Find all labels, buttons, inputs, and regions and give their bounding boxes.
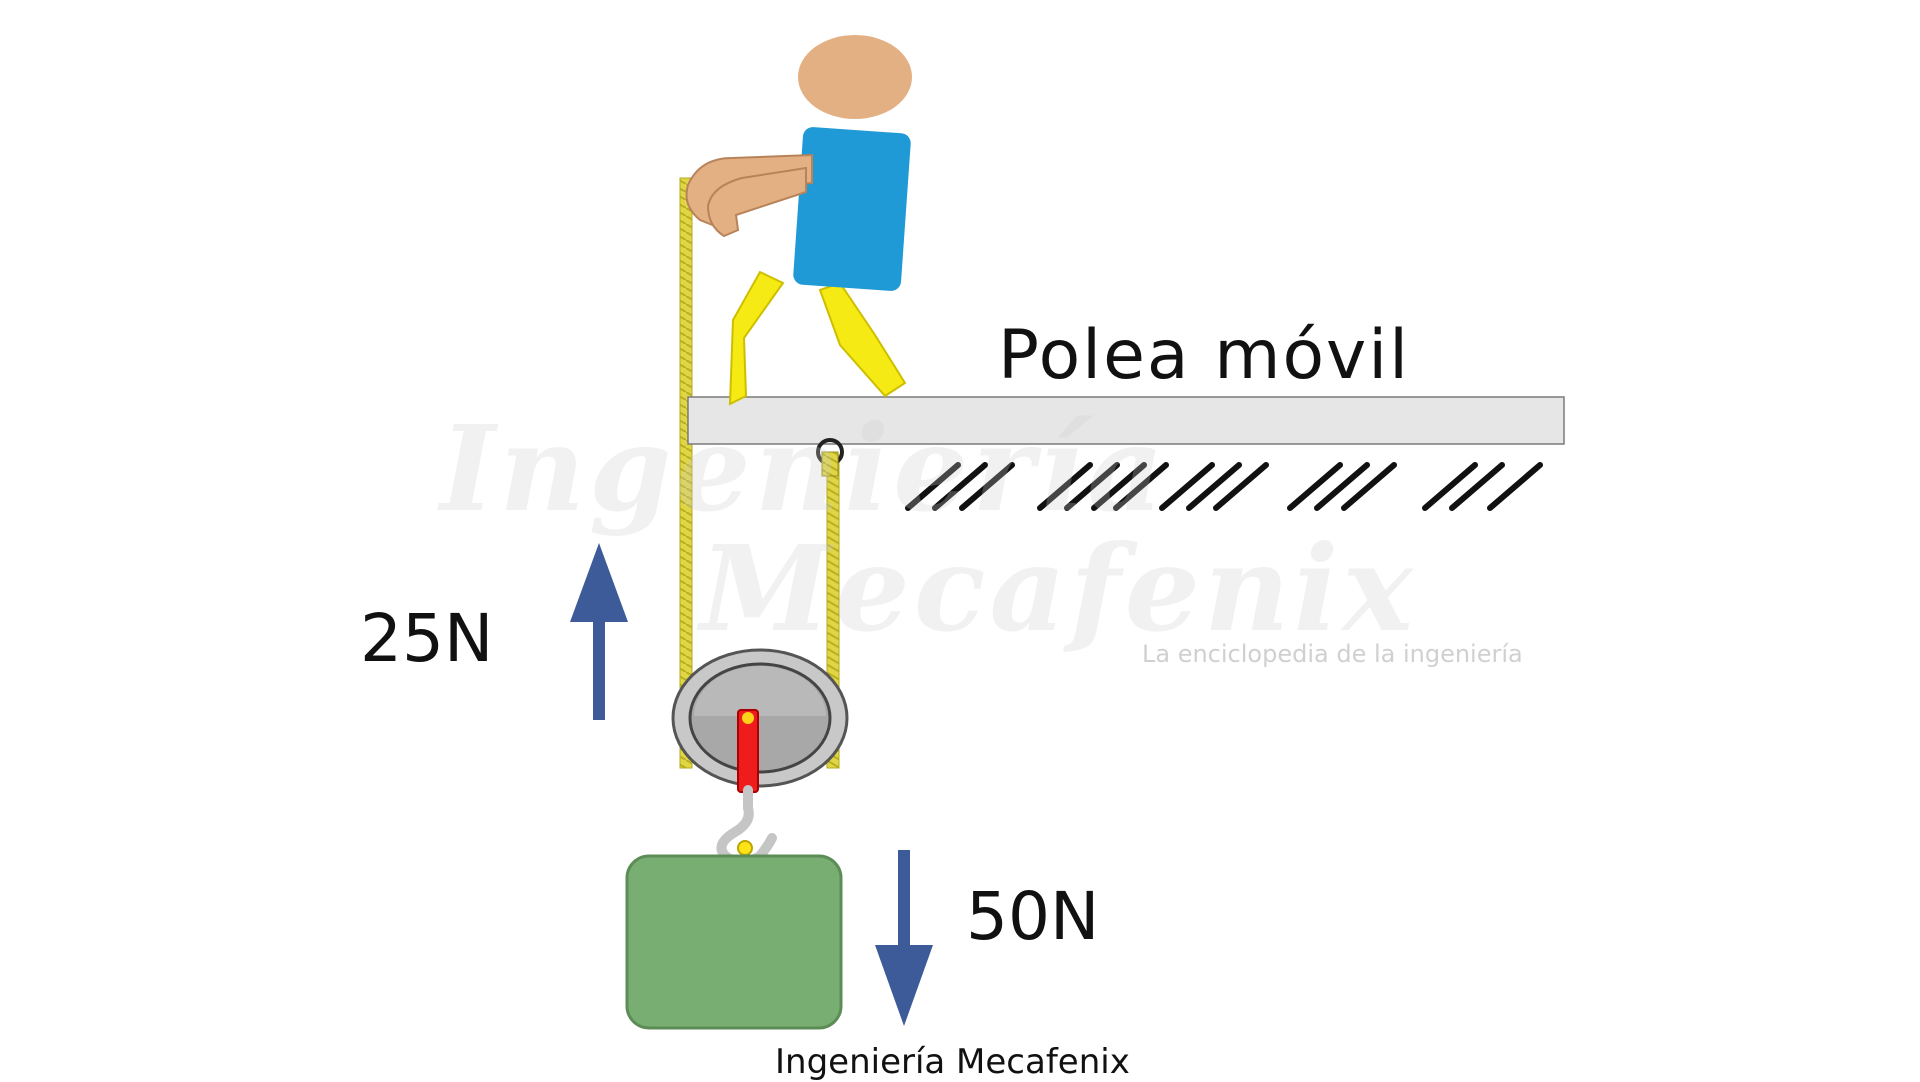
watermark-line-1: Ingeniería bbox=[440, 399, 1168, 538]
movable-pulley bbox=[671, 648, 849, 793]
force-down-label: 50N bbox=[966, 878, 1100, 955]
arrow-down-icon bbox=[875, 850, 933, 1026]
watermark-tagline: La enciclopedia de la ingeniería bbox=[1142, 640, 1523, 668]
credit-label: Ingeniería Mecafenix bbox=[775, 1042, 1130, 1082]
ceiling-hatching bbox=[905, 462, 1543, 511]
support-beam bbox=[687, 396, 1565, 445]
watermark-line-2: Mecafenix bbox=[700, 519, 1417, 658]
rope-left bbox=[679, 177, 693, 769]
load-block bbox=[625, 854, 843, 1030]
arrow-up-icon bbox=[570, 543, 628, 720]
anchor-eyelet bbox=[816, 438, 844, 477]
person-figure bbox=[685, 35, 912, 406]
person-head bbox=[798, 35, 912, 119]
force-up-label: 25N bbox=[360, 600, 494, 677]
diagram-title: Polea móvil bbox=[998, 316, 1411, 395]
